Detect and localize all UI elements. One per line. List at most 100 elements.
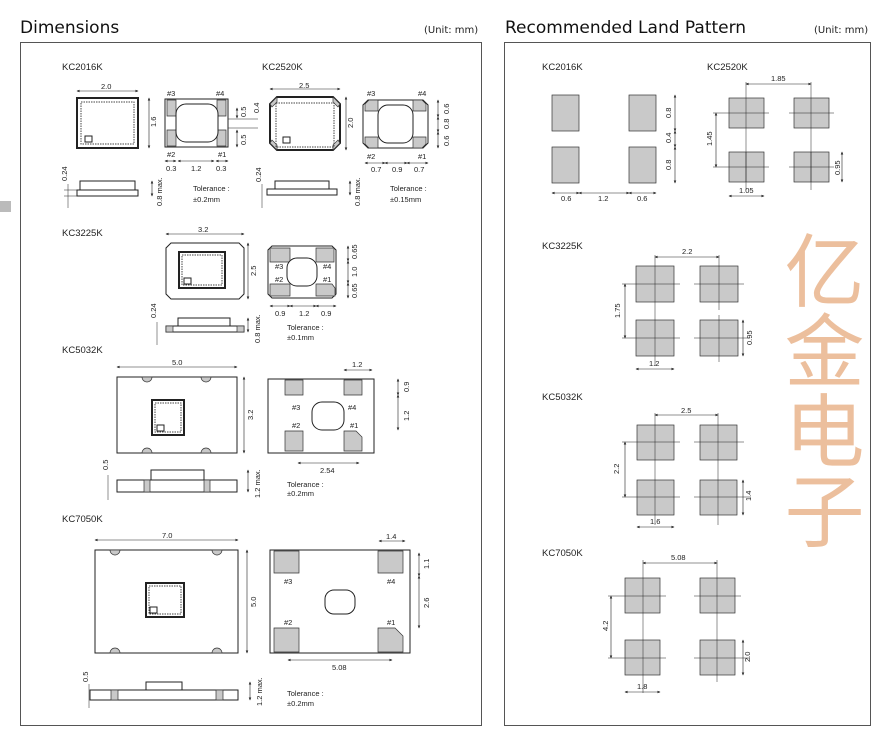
dimension-label: 0.3 (166, 164, 176, 173)
dimension-label: #3 (284, 577, 292, 586)
model-label: KC2520K (707, 62, 748, 73)
dimension-label: #4 (418, 89, 426, 98)
dimension-label: #4 (387, 577, 395, 586)
dimension-label: 0.8 max. (353, 177, 362, 206)
dimension-label: #3 (367, 89, 375, 98)
dimension-label: 0.9 (402, 382, 411, 392)
dimension-label: 1.2 (191, 164, 201, 173)
dimension-label: 0.6 (442, 136, 451, 146)
dimension-label: ±0.15mm (390, 195, 421, 204)
dimension-label: 2.0 (743, 652, 752, 662)
dimension-label: #3 (275, 262, 283, 271)
dimension-label: 0.9 (275, 309, 285, 318)
dimensions-unit: (Unit: mm) (424, 25, 478, 36)
dimension-label: 0.24 (149, 303, 158, 318)
dimension-label: Tolerance : (287, 323, 324, 332)
dimension-label: 2.2 (612, 464, 621, 474)
dimensions-frame (20, 42, 482, 726)
dimension-label: 0.24 (254, 167, 263, 182)
dimension-label: 1.2 (352, 360, 362, 369)
dimension-label: 0.95 (745, 330, 754, 345)
dimension-label: 0.8 (664, 108, 673, 118)
dimension-label: 7.0 (162, 531, 172, 540)
dimension-label: 1.4 (744, 491, 753, 501)
dimension-label: 1.2 (299, 309, 309, 318)
dimension-label: 1.0 (350, 267, 359, 277)
dimension-label: 0.8 max. (253, 314, 262, 343)
dimension-label: 1.2 max. (253, 469, 262, 498)
dimension-label: 1.2 (598, 194, 608, 203)
dimension-label: 2.6 (422, 598, 431, 608)
kc7050k-dimensions: KC7050K 7.0 5.0 #3 #4 #2 #1 1.4 1.1 2.6 … (62, 514, 431, 708)
dimension-label: 0.4 (664, 133, 673, 143)
dimension-label: 2.0 (101, 82, 111, 91)
dimension-label: 4.2 (601, 621, 610, 631)
dimension-label: 5.0 (172, 358, 182, 367)
dimension-label: 2.2 (682, 247, 692, 256)
dimension-label: 0.5 (239, 135, 248, 145)
dimension-label: 0.6 (637, 194, 647, 203)
dimension-label: #2 (275, 275, 283, 284)
model-label: KC2520K (262, 62, 303, 73)
watermark: 亿金电子 (772, 230, 865, 550)
dimension-label: ±0.2mm (287, 489, 314, 498)
dimension-label: ±0.2mm (287, 699, 314, 708)
dimension-label: #1 (418, 152, 426, 161)
dimension-label: #2 (292, 421, 300, 430)
dimension-label: 0.7 (414, 165, 424, 174)
dimension-label: 1.6 (149, 117, 158, 127)
dimension-label: Tolerance : (390, 184, 427, 193)
dimension-label: ±0.2mm (193, 195, 220, 204)
dimension-label: 1.2 max. (255, 677, 264, 706)
dimension-label: 0.6 (442, 104, 451, 114)
model-label: KC3225K (542, 241, 583, 252)
dimension-label: 0.7 (371, 165, 381, 174)
dimension-label: #4 (323, 262, 331, 271)
dimension-label: #3 (292, 403, 300, 412)
dimension-label: 0.9 (392, 165, 402, 174)
dimension-label: 3.2 (198, 225, 208, 234)
dimension-label: 0.6 (561, 194, 571, 203)
dimension-label: 0.3 (216, 164, 226, 173)
dimension-label: 1.75 (613, 303, 622, 318)
dimension-label: #2 (284, 618, 292, 627)
dimension-label: 0.8 max. (155, 177, 164, 206)
dimension-label: 0.5 (81, 672, 90, 682)
dimension-label: Tolerance : (193, 184, 230, 193)
dimension-label: #2 (167, 150, 175, 159)
kc3225k-dimensions: KC3225K 3.2 2.5 #3 #4 #2 #1 0.9 1.2 0.9 … (62, 225, 359, 345)
dimension-label: 2.5 (681, 406, 691, 415)
land-pattern-title: Recommended Land Pattern (505, 18, 746, 38)
model-label: KC5032K (62, 345, 103, 356)
kc2016k-dimensions: KC2016K 2.0 1.6 #3 #4 #2 #1 0.3 1.2 0.3 … (60, 62, 261, 208)
dimension-label: 0.9 (321, 309, 331, 318)
kc5032k-dimensions: KC5032K 5.0 3.2 #3 #4 #2 #1 1.2 0.9 1.2 … (62, 345, 411, 500)
dimension-label: 1.2 (649, 359, 659, 368)
model-label: KC7050K (542, 548, 583, 559)
dimension-label: 1.85 (771, 74, 786, 83)
dimensions-title: Dimensions (20, 18, 119, 38)
land-pattern-frame (504, 42, 871, 726)
dimension-label: 0.65 (350, 244, 359, 259)
dimension-label: 2.0 (346, 118, 355, 128)
dimension-label: 0.5 (101, 460, 110, 470)
model-label: KC3225K (62, 228, 103, 239)
dimension-label: 0.24 (60, 166, 69, 181)
dimension-label: 1.45 (705, 131, 714, 146)
dimension-label: #4 (216, 89, 224, 98)
model-label: KC5032K (542, 392, 583, 403)
dimension-label: #1 (350, 421, 358, 430)
land-pattern-unit: (Unit: mm) (814, 25, 868, 36)
dimension-label: 0.4 (252, 103, 261, 113)
page-marker (0, 201, 11, 212)
model-label: KC2016K (542, 62, 583, 73)
dimension-label: 5.08 (332, 663, 347, 672)
dimension-label: 0.5 (239, 107, 248, 117)
kc7050k-land-pattern: KC7050K 5.08 4.2 1.8 2.0 (542, 548, 752, 694)
dimension-label: ±0.1mm (287, 333, 314, 342)
dimension-label: 0.65 (350, 283, 359, 298)
dimension-label: 2.5 (249, 266, 258, 276)
model-label: KC2016K (62, 62, 103, 73)
dimension-label: #1 (323, 275, 331, 284)
